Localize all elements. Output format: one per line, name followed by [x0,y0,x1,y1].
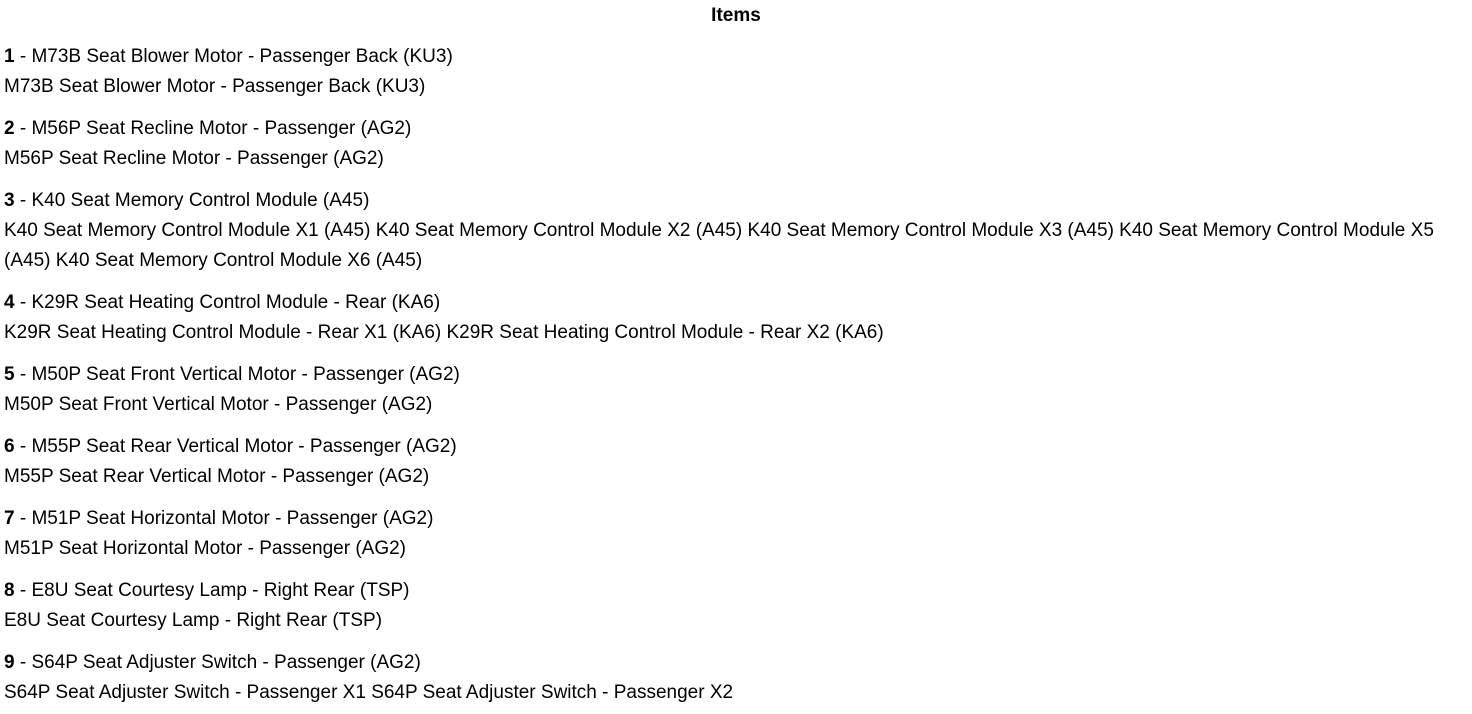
item-name: K29R Seat Heating Control Module - Rear … [31,292,441,313]
item-separator: - [14,508,32,529]
item-name: M55P Seat Rear Vertical Motor - Passenge… [31,436,457,457]
item-number: 1 [4,46,15,67]
item-name: E8U Seat Courtesy Lamp - Right Rear (TSP… [31,580,410,601]
item-separator: - [14,364,32,385]
item-separator: - [14,436,32,457]
list-item: 7 - M51P Seat Horizontal Motor - Passeng… [4,504,1468,564]
item-separator: - [14,46,32,67]
item-name: S64P Seat Adjuster Switch - Passenger (A… [31,652,421,673]
item-heading: 8 - E8U Seat Courtesy Lamp - Right Rear … [4,576,1468,606]
item-detail: M73B Seat Blower Motor - Passenger Back … [4,76,426,97]
item-detail: K40 Seat Memory Control Module X1 (A45) … [4,220,1434,271]
item-name: M73B Seat Blower Motor - Passenger Back … [31,46,453,67]
item-heading: 1 - M73B Seat Blower Motor - Passenger B… [4,42,1468,72]
item-name: M56P Seat Recline Motor - Passenger (AG2… [31,118,412,139]
item-separator: - [14,652,32,673]
item-detail: M51P Seat Horizontal Motor - Passenger (… [4,538,406,559]
page-title: Items [711,5,761,26]
item-detail: M55P Seat Rear Vertical Motor - Passenge… [4,466,430,487]
item-separator: - [14,190,32,211]
item-heading: 5 - M50P Seat Front Vertical Motor - Pas… [4,360,1468,390]
item-number: 8 [4,580,15,601]
item-number: 4 [4,292,15,313]
item-separator: - [14,292,32,313]
item-number: 2 [4,118,15,139]
item-separator: - [14,580,32,601]
item-heading: 7 - M51P Seat Horizontal Motor - Passeng… [4,504,1468,534]
item-number: 5 [4,364,15,385]
item-separator: - [14,118,32,139]
list-item: 8 - E8U Seat Courtesy Lamp - Right Rear … [4,576,1468,636]
item-name: M51P Seat Horizontal Motor - Passenger (… [31,508,434,529]
item-heading: 9 - S64P Seat Adjuster Switch - Passenge… [4,648,1468,678]
list-item: 5 - M50P Seat Front Vertical Motor - Pas… [4,360,1468,420]
list-item: 1 - M73B Seat Blower Motor - Passenger B… [4,42,1468,102]
item-number: 7 [4,508,15,529]
item-name: K40 Seat Memory Control Module (A45) [31,190,370,211]
items-list: 1 - M73B Seat Blower Motor - Passenger B… [0,30,1472,708]
item-heading: 6 - M55P Seat Rear Vertical Motor - Pass… [4,432,1468,462]
list-item: 3 - K40 Seat Memory Control Module (A45)… [4,186,1468,276]
item-name: M50P Seat Front Vertical Motor - Passeng… [31,364,460,385]
item-detail: S64P Seat Adjuster Switch - Passenger X1… [4,682,734,703]
item-heading: 3 - K40 Seat Memory Control Module (A45) [4,186,1468,216]
item-heading: 4 - K29R Seat Heating Control Module - R… [4,288,1468,318]
item-detail: E8U Seat Courtesy Lamp - Right Rear (TSP… [4,610,383,631]
list-item: 2 - M56P Seat Recline Motor - Passenger … [4,114,1468,174]
item-number: 3 [4,190,15,211]
item-detail: M56P Seat Recline Motor - Passenger (AG2… [4,148,384,169]
list-item: 9 - S64P Seat Adjuster Switch - Passenge… [4,648,1468,708]
item-detail: K29R Seat Heating Control Module - Rear … [4,322,884,343]
list-item: 6 - M55P Seat Rear Vertical Motor - Pass… [4,432,1468,492]
item-heading: 2 - M56P Seat Recline Motor - Passenger … [4,114,1468,144]
item-number: 9 [4,652,15,673]
item-detail: M50P Seat Front Vertical Motor - Passeng… [4,394,433,415]
list-item: 4 - K29R Seat Heating Control Module - R… [4,288,1468,348]
item-number: 6 [4,436,15,457]
